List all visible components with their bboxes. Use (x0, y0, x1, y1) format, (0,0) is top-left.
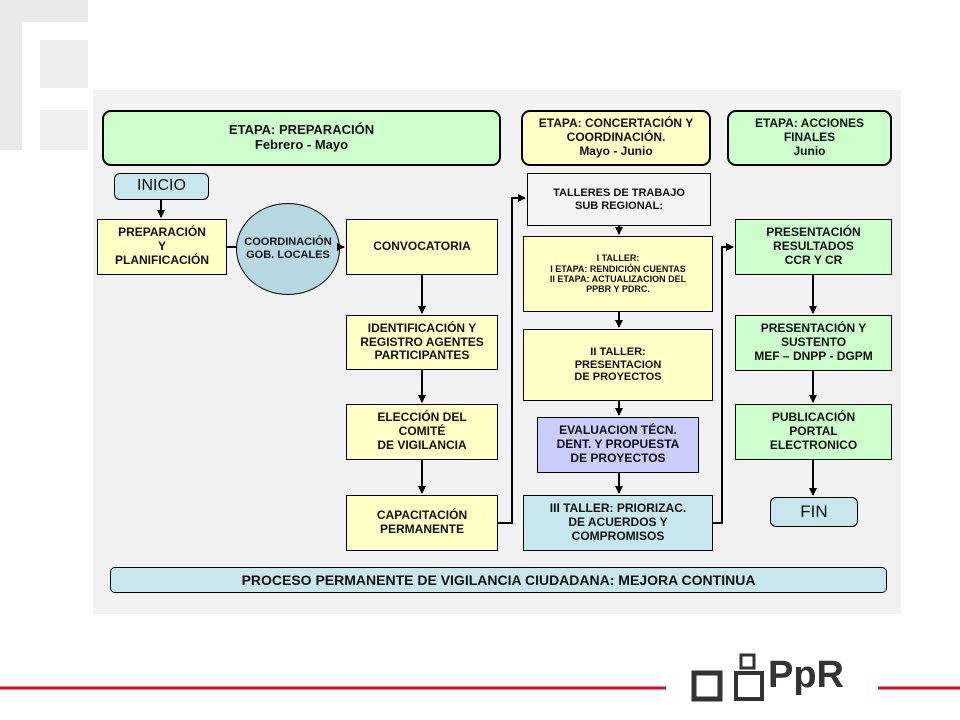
logo-square-icon-large (691, 670, 723, 702)
node-coordinacion-gob-locales: COORDINACIÓN GOB. LOCALES (236, 203, 340, 295)
corner-decoration-left (0, 0, 22, 150)
node-preparacion-planificacion: PREPARACIÓN Y PLANIFICACIÓN (97, 219, 227, 275)
arrow-capacitacion-talleres (498, 194, 526, 524)
node-presentacion-resultados: PRESENTACIÓN RESULTADOS CCR Y CR (735, 219, 892, 275)
node-convocatoria: CONVOCATORIA (346, 219, 498, 275)
node-eleccion-comite: ELECCIÓN DEL COMITÉ DE VIGILANCIA (346, 404, 498, 460)
node-taller-3: III TALLER: PRIORIZAC. DE ACUERDOS Y COM… (523, 495, 713, 551)
stage-acciones-finales: ETAPA: ACCIONES FINALES Junio (727, 110, 892, 166)
stage-preparacion: ETAPA: PREPARACIÓN Febrero - Mayo (102, 110, 501, 166)
stage-concertacion: ETAPA: CONCERTACIÓN Y COORDINACIÓN. Mayo… (521, 110, 711, 166)
corner-decoration-top (0, 0, 88, 22)
node-taller-1: I TALLER: I ETAPA: RENDICIÓN CUENTAS II … (523, 236, 713, 312)
corner-decoration-square-small (40, 110, 88, 150)
node-evaluacion-tecnica: EVALUACION TÉCN. DENT. Y PROPUESTA DE PR… (537, 417, 699, 473)
arrow-taller3-resultados (713, 243, 734, 524)
node-publicacion-portal: PUBLICACIÓN PORTAL ELECTRONICO (735, 404, 892, 460)
node-presentacion-sustento: PRESENTACIÓN Y SUSTENTO MEF – DNPP - DGP… (735, 315, 892, 371)
logo-square-icon-medium (734, 671, 764, 701)
node-identificacion-registro: IDENTIFICACIÓN Y REGISTRO AGENTES PARTIC… (346, 315, 498, 370)
bar-vigilancia-ciudadana: PROCESO PERMANENTE DE VIGILANCIA CIUDADA… (110, 567, 887, 593)
node-capacitacion-permanente: CAPACITACIÓN PERMANENTE (346, 495, 498, 551)
logo-text: PpR (768, 654, 844, 696)
corner-decoration-square (40, 40, 88, 88)
node-talleres-trabajo: TALLERES DE TRABAJO SUB REGIONAL: (527, 173, 711, 226)
node-taller-2: II TALLER: PRESENTACION DE PROYECTOS (523, 329, 713, 401)
logo-square-icon-small (739, 653, 756, 670)
node-inicio: INICIO (114, 173, 209, 200)
node-fin: FIN (770, 497, 858, 527)
